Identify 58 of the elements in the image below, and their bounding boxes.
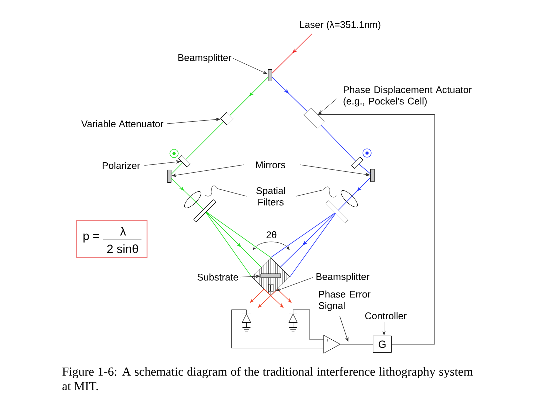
leader-line [340,316,349,342]
polarizer [178,155,191,168]
laser-beam [280,213,336,268]
leader-line [296,186,338,198]
caption: Figure 1-6: A schematic diagram of the traditional interference lithography system at MIT. [62,367,474,391]
spatial-filter [184,191,216,222]
component-label: Substrate [198,274,238,281]
component-label: Spatial Filters [256,187,286,206]
leader-line [240,275,260,278]
laser-beam [230,77,268,116]
wire [293,310,324,340]
controller-box: G [373,336,392,354]
substrate [260,274,282,278]
component-label: Mirrors [256,161,286,169]
photodiode-symbol [288,314,298,332]
laser-beam [272,34,313,74]
component-label: Phase Error Signal [319,290,371,312]
wire [231,310,324,349]
angle-label: 2θ [266,231,277,239]
laser-beam [290,213,336,278]
component-label: Polarizer [102,162,140,170]
polarizer [351,156,364,170]
laser-beam [206,212,252,278]
component-label: Phase Displacement Actuator (e.g., Pockel's Cell) [344,86,472,107]
photodiode-symbol [242,314,252,332]
laser-beam [171,162,184,175]
leader-line [300,164,370,176]
spatial-filter [326,190,358,224]
pockels-cell [304,108,325,129]
wire [340,344,374,345]
component-label: Controller [365,312,407,320]
formula-box: p = λ 2 sinθ [76,220,148,258]
leader-line [276,277,314,292]
leader-line [204,186,247,197]
beamsplitter [268,70,272,82]
leader-line [166,118,220,124]
laser-beam [270,212,336,258]
laser-beam [338,178,371,211]
laser-beam [171,178,204,210]
mirror [370,169,375,182]
laser-beam [206,212,262,268]
laser-beam [206,212,272,258]
component-label: Variable Attenuator [81,120,164,128]
mirror [167,170,172,183]
leader-line [172,164,245,177]
wire [318,114,436,345]
leader-line [382,322,386,336]
laser-beam [359,164,371,174]
laser-beam [320,125,356,162]
attenuator [220,112,234,126]
component-label: Laser (λ=351.1nm) [300,21,381,30]
leader-line [318,98,338,115]
component-label: Beamsplitter [178,54,232,64]
component-label: Beamsplitter [316,273,370,282]
laser-beam [272,77,308,112]
leader-line [144,160,181,166]
leader-line [233,58,268,74]
laser-beam [186,122,224,160]
